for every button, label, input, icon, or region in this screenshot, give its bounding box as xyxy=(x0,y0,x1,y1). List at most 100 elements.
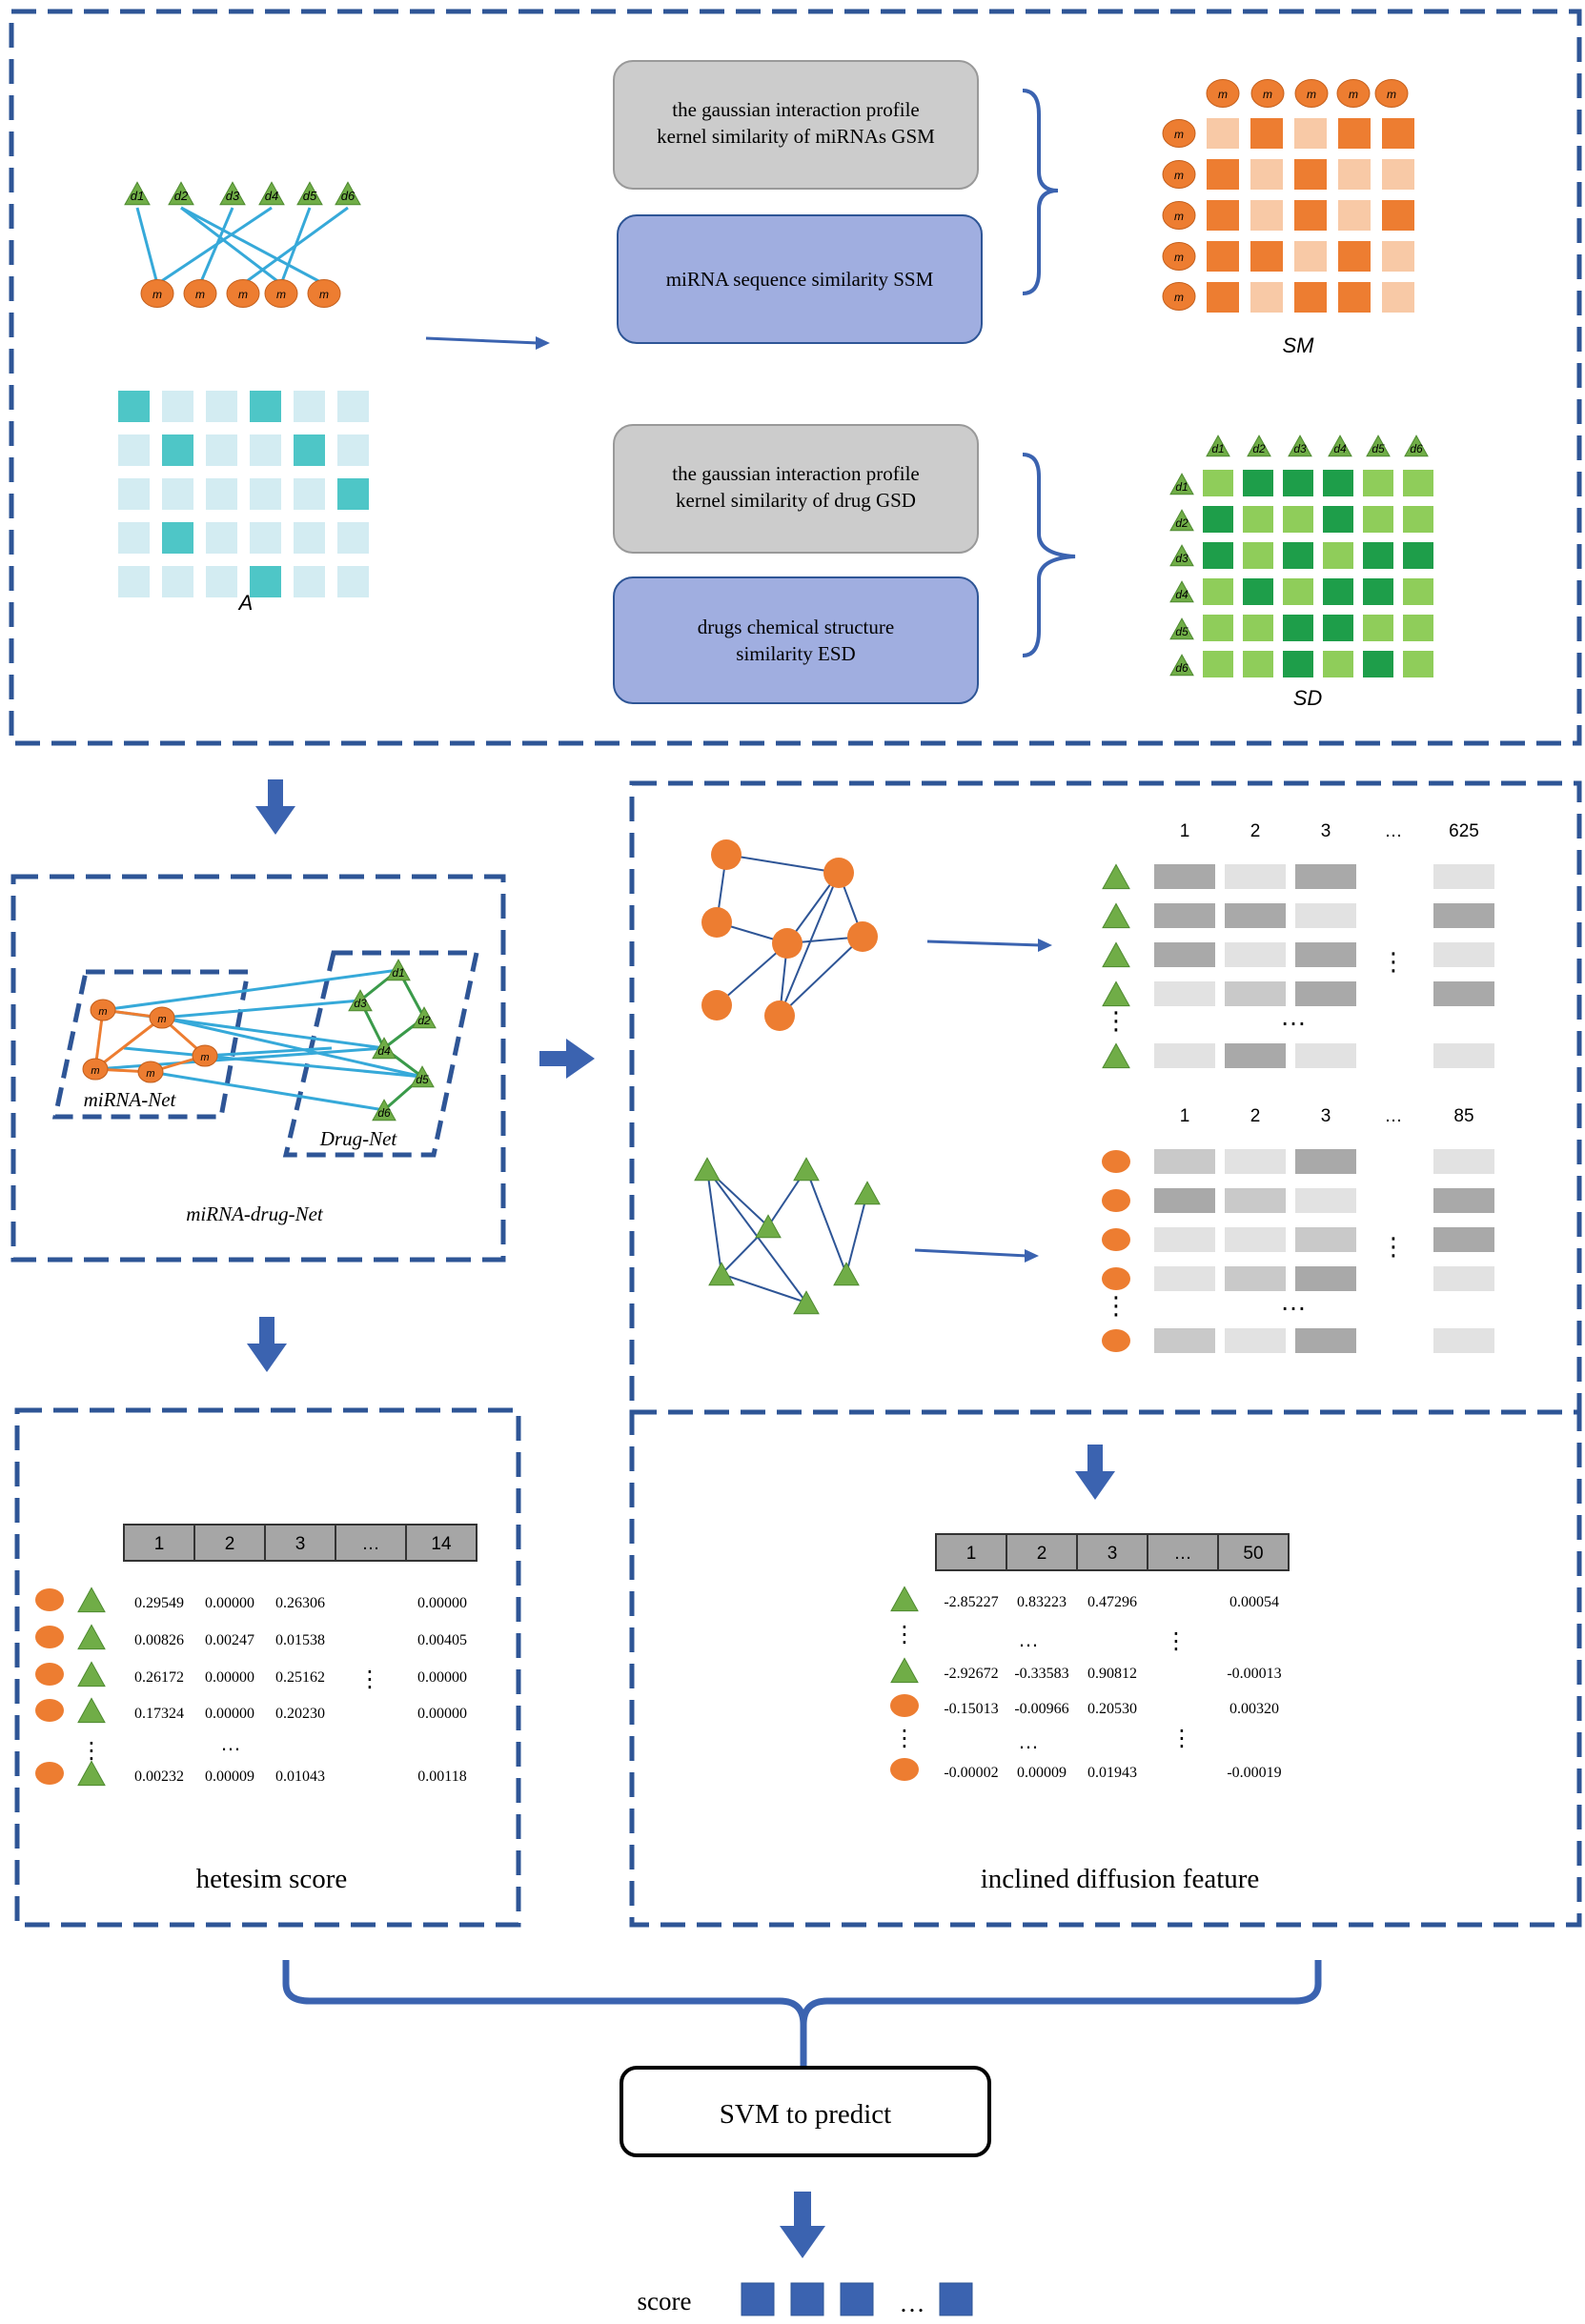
sm-row-label: m xyxy=(1174,210,1184,223)
grid-header: 85 xyxy=(1453,1106,1473,1126)
sd-cell xyxy=(1243,506,1273,533)
grid-cell xyxy=(1433,1328,1494,1353)
table-header-label: 14 xyxy=(431,1534,452,1554)
table-cell-value: 0.00000 xyxy=(205,1706,254,1722)
sd-cell xyxy=(1283,542,1313,569)
esd-box: drugs chemical structure similarity ESD xyxy=(613,576,979,704)
sm-row-mirna xyxy=(1162,201,1196,230)
grid-cell xyxy=(1433,981,1494,1006)
table-cell-value: 0.00000 xyxy=(205,1669,254,1686)
grid-cell xyxy=(1225,864,1286,889)
net-drug-label: d2 xyxy=(417,1014,431,1027)
diffusion-drug-node xyxy=(854,1181,881,1205)
grid-cell xyxy=(1295,1328,1356,1353)
grid-cell xyxy=(1225,1149,1286,1174)
mirna-node-label: m xyxy=(319,288,329,301)
table-row-drug xyxy=(77,1586,106,1613)
sd-header-drug xyxy=(1288,434,1312,457)
grid-cell xyxy=(1295,864,1356,889)
grid-cell xyxy=(1433,864,1494,889)
sd-header-label: d6 xyxy=(1410,442,1423,455)
grid-cell xyxy=(1433,942,1494,967)
grid-col-vdots: ⋮ xyxy=(1381,947,1406,976)
table-cell-value: 0.25162 xyxy=(275,1669,325,1686)
right-arrow-network xyxy=(539,1039,595,1079)
table-cell-value: 0.29549 xyxy=(134,1595,184,1611)
sd-header-label: d3 xyxy=(1293,442,1307,455)
diffusion-mirna-node xyxy=(701,990,732,1021)
sm-cell xyxy=(1382,118,1414,149)
table-vdots: ⋮ xyxy=(358,1667,381,1692)
matrix-a-cell xyxy=(294,522,325,554)
grid-header: 2 xyxy=(1250,821,1261,841)
sm-cell xyxy=(1338,200,1371,231)
grid-row-mirna xyxy=(1102,1189,1130,1212)
sm-bracket xyxy=(1022,89,1059,295)
table-cell-value: 0.00405 xyxy=(417,1632,467,1648)
sd-cell xyxy=(1323,470,1353,496)
grid-cell xyxy=(1295,1227,1356,1252)
grid-cell xyxy=(1295,942,1356,967)
arrow-to-similarity xyxy=(425,336,550,350)
gsd-line2: kernel similarity of drug GSD xyxy=(676,489,916,512)
net-drug-node xyxy=(410,1065,435,1088)
table-row-vdots: ⋮ xyxy=(80,1738,103,1764)
grid-cell xyxy=(1433,1043,1494,1068)
grid-cell xyxy=(1225,1043,1286,1068)
table-row-mirna xyxy=(35,1588,64,1611)
matrix-a-cell xyxy=(250,434,281,466)
sd-cell xyxy=(1283,578,1313,605)
net-mirna-label: m xyxy=(157,1014,166,1025)
sd-cell xyxy=(1403,615,1433,641)
hetesim-section-border xyxy=(14,1407,521,1928)
grid-row-drug xyxy=(1102,863,1130,890)
grid-cell xyxy=(1433,1188,1494,1213)
sm-row-mirna xyxy=(1162,160,1196,189)
sm-header-label: m xyxy=(1349,88,1358,101)
esd-line1: drugs chemical structure xyxy=(698,616,894,638)
grid-cell xyxy=(1154,1328,1215,1353)
table-cell-value: 0.00054 xyxy=(1229,1594,1279,1610)
sm-row-mirna xyxy=(1162,282,1196,311)
sm-header-mirna xyxy=(1294,79,1329,108)
sd-header-label: d1 xyxy=(1211,442,1224,455)
sm-cell xyxy=(1338,159,1371,190)
table-row-drug xyxy=(890,1586,919,1612)
matrix-a xyxy=(118,391,369,597)
sd-cell xyxy=(1203,506,1233,533)
matrix-a-cell xyxy=(206,434,237,466)
matrix-a-cell xyxy=(294,478,325,510)
table-cell-value: 0.17324 xyxy=(134,1706,184,1722)
table-header-label: 2 xyxy=(225,1534,235,1554)
sd-cell xyxy=(1283,470,1313,496)
sd-cell xyxy=(1363,578,1393,605)
sd-row-label: d1 xyxy=(1175,480,1188,494)
net-mirna-node xyxy=(82,1058,109,1081)
net-drug-label: d5 xyxy=(416,1073,429,1086)
net-mirna-label: m xyxy=(98,1006,107,1018)
matrix-a-cell xyxy=(206,478,237,510)
matrix-a-cell xyxy=(337,478,369,510)
sd-cell xyxy=(1323,651,1353,677)
table-cell-value: 0.20230 xyxy=(275,1706,325,1722)
net-drug-node xyxy=(386,959,411,981)
table-cell-value: -0.15013 xyxy=(944,1701,998,1717)
sm-header-label: m xyxy=(1263,88,1272,101)
score-dots: … xyxy=(900,2289,925,2317)
sd-row-label: d3 xyxy=(1175,552,1189,565)
drug-node xyxy=(124,181,151,206)
score-square xyxy=(840,2282,874,2316)
table-cell-value: 0.00009 xyxy=(205,1768,254,1785)
grid-cell xyxy=(1225,1188,1286,1213)
table-row-vdots: ⋮ xyxy=(893,1726,916,1751)
sd-cell xyxy=(1283,651,1313,677)
inclined-caption: inclined diffusion feature xyxy=(981,1864,1260,1894)
table-cell-value: 0.00232 xyxy=(134,1768,184,1785)
grid-row-mirna xyxy=(1102,1150,1130,1173)
diffusion-graph-bottom xyxy=(694,1157,881,1315)
sd-label: SD xyxy=(1293,686,1323,710)
table-header-label: 50 xyxy=(1243,1544,1263,1564)
